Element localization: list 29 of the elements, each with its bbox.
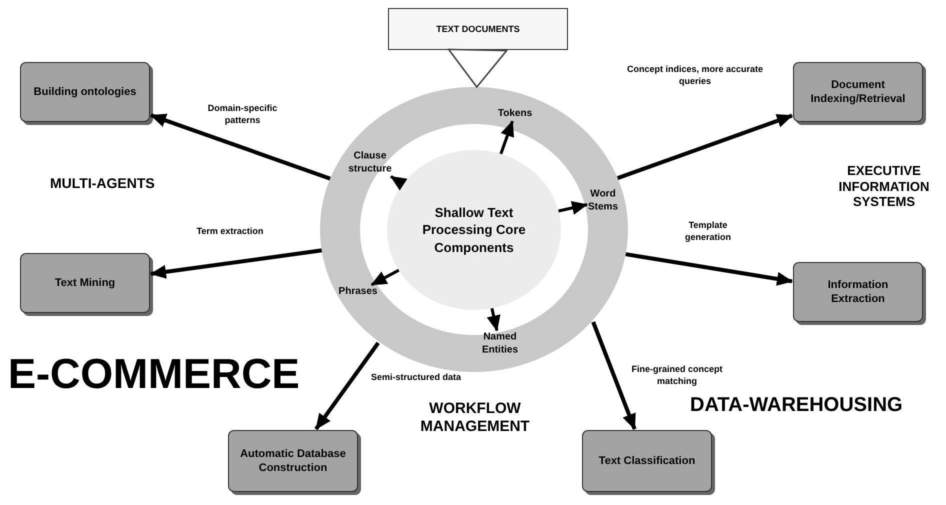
ring-label: Clause structure — [342, 150, 398, 176]
ring-label: Phrases — [338, 286, 378, 298]
process-box: Text Classification — [582, 430, 712, 492]
arrow — [558, 201, 588, 215]
document-box: TEXT DOCUMENTS — [388, 8, 568, 50]
arrow — [448, 48, 508, 88]
ring-label: Named Entities — [472, 332, 528, 356]
area-label: WORKFLOW MANAGEMENT — [419, 400, 531, 436]
arrow — [314, 342, 380, 430]
arrow — [486, 308, 500, 332]
process-box: Document Indexing/Retrieval — [793, 62, 923, 122]
area-label: E-COMMERCE — [8, 350, 300, 398]
arrow — [499, 120, 514, 154]
process-box: Building ontologies — [20, 62, 150, 122]
area-label: DATA-WAREHOUSING — [690, 394, 903, 417]
arrow — [390, 175, 408, 191]
arrow — [591, 321, 636, 430]
arrow — [616, 114, 793, 180]
arrow — [150, 248, 322, 279]
process-box: Automatic Database Construction — [228, 430, 358, 492]
arrow — [370, 268, 400, 286]
area-label: MULTI-AGENTS — [50, 175, 155, 191]
process-box: Text Mining — [20, 253, 150, 313]
ring-label: Word Stems — [588, 188, 618, 214]
ring-label: Tokens — [498, 108, 532, 120]
area-label: EXECUTIVE INFORMATION SYSTEMS — [838, 163, 930, 210]
arrow — [625, 252, 793, 286]
arrow — [150, 113, 331, 180]
process-box: Information Extraction — [793, 262, 923, 322]
